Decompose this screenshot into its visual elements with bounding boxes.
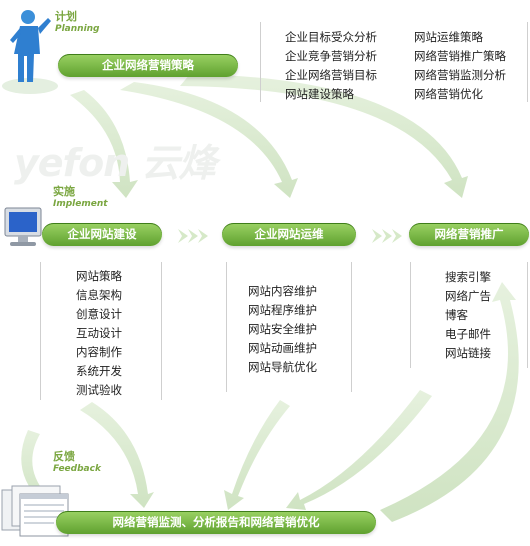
strategy-item: 企业网络营销目标: [285, 68, 377, 82]
stage-implement-cn: 实施: [53, 185, 75, 198]
operate-item: 网站动画维护: [248, 341, 317, 355]
watermark: yefon 云烽: [14, 141, 216, 185]
strategy-list-left: 企业目标受众分析 企业竞争营销分析 企业网络营销目标 网站建设策略: [285, 28, 377, 104]
strategy-list-right: 网站运维策略 网络营销推广策略 网络营销监测分析 网络营销优化: [414, 28, 506, 104]
build-item: 网站策略: [76, 269, 122, 283]
strategy-item: 网站运维策略: [414, 30, 483, 44]
stage-plan-label: 计划 Planning: [55, 10, 100, 36]
promote-item: 网站链接: [445, 346, 491, 360]
promote-box: [410, 262, 528, 368]
stage-implement-en: Implement: [53, 199, 108, 209]
screens-icon: [1, 485, 69, 537]
operate-list: 网站内容维护 网站程序维护 网站安全维护 网站动画维护 网站导航优化: [248, 282, 317, 377]
promote-list: 搜索引擎 网络广告 博客 电子邮件 网站链接: [445, 268, 491, 363]
arrow-operate-to-monitor: [224, 400, 290, 510]
operate-box: [226, 262, 352, 392]
strategy-item: 网站建设策略: [285, 87, 354, 101]
strategy-box: [260, 22, 528, 102]
arrow-build-to-monitor: [80, 402, 154, 508]
promote-item: 搜索引擎: [445, 270, 491, 284]
build-item: 内容制作: [76, 345, 122, 359]
operate-item: 网站程序维护: [248, 303, 317, 317]
build-box: [40, 262, 162, 400]
arrow-promote-to-monitor: [286, 390, 432, 510]
strategy-item: 网络营销推广策略: [414, 49, 506, 63]
build-item: 信息架构: [76, 288, 122, 302]
stage-plan-en: Planning: [55, 24, 100, 34]
stage-plan-cn: 计划: [55, 10, 77, 23]
monitor-icon: [4, 207, 42, 246]
arrow-strategy-to-promote: [180, 74, 468, 198]
pill-build: 企业网站建设: [42, 223, 162, 246]
person-icon: [2, 10, 58, 94]
strategy-item: 网络营销优化: [414, 87, 483, 101]
promote-item: 电子邮件: [445, 327, 491, 341]
operate-item: 网站内容维护: [248, 284, 317, 298]
stage-feedback-en: Feedback: [53, 464, 101, 474]
promote-item: 网络广告: [445, 289, 491, 303]
build-item: 系统开发: [76, 364, 122, 378]
promote-item: 博客: [445, 308, 468, 322]
operate-item: 网站导航优化: [248, 360, 317, 374]
pill-operate: 企业网站运维: [222, 223, 356, 246]
chevron-build-to-operate: [178, 229, 208, 243]
build-item: 测试验收: [76, 383, 122, 397]
pill-monitor: 网络营销监测、分析报告和网络营销优化: [56, 511, 376, 534]
stage-feedback-cn: 反馈: [53, 450, 75, 463]
build-item: 创意设计: [76, 307, 122, 321]
build-list: 网站策略 信息架构 创意设计 互动设计 内容制作 系统开发 测试验收: [76, 267, 122, 400]
chevron-operate-to-promote: [372, 229, 402, 243]
strategy-item: 网络营销监测分析: [414, 68, 506, 82]
arrow-feedback-to-strategy: [380, 282, 519, 522]
arrow-strategy-to-build: [70, 90, 138, 198]
strategy-item: 企业目标受众分析: [285, 30, 377, 44]
stage-implement-label: 实施 Implement: [53, 185, 108, 211]
arrow-feedback-loop-left: [21, 430, 56, 510]
pill-strategy: 企业网络营销策略: [58, 54, 238, 77]
operate-item: 网站安全维护: [248, 322, 317, 336]
stage-feedback-label: 反馈 Feedback: [53, 450, 101, 476]
strategy-item: 企业竞争营销分析: [285, 49, 377, 63]
build-item: 互动设计: [76, 326, 122, 340]
arrow-strategy-to-operate: [120, 82, 298, 198]
pill-promote: 网络营销推广: [409, 223, 529, 246]
